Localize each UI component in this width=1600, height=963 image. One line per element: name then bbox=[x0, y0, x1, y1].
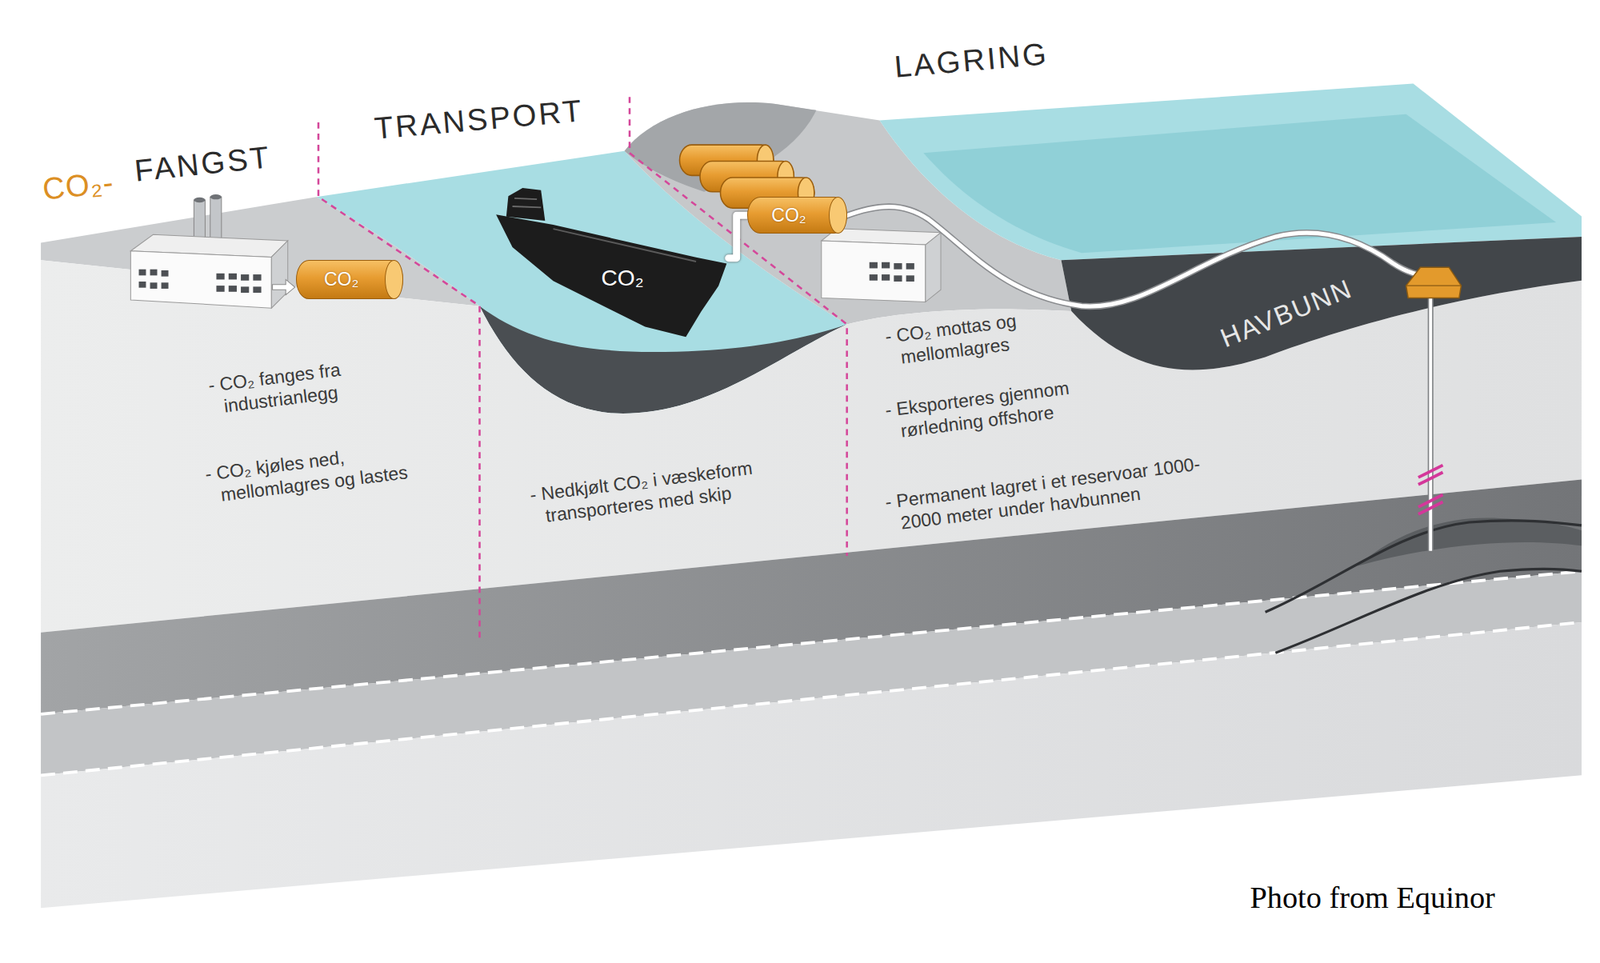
factory-window bbox=[150, 282, 158, 289]
factory-window bbox=[139, 269, 147, 276]
step-note: - CO₂ kjøles ned, mellomlagres og lastes bbox=[204, 434, 453, 508]
ship-hull bbox=[496, 214, 727, 337]
building-windows bbox=[869, 262, 915, 282]
factory-windows bbox=[139, 269, 262, 293]
factory-window bbox=[161, 270, 169, 277]
step-note: - Eksporteres gjennom rørledning offshor… bbox=[884, 372, 1117, 444]
ship: CO₂ bbox=[492, 184, 729, 340]
factory-window bbox=[216, 285, 224, 292]
break-mark bbox=[1418, 465, 1444, 515]
sea-surface bbox=[879, 84, 1581, 261]
ship-outline bbox=[492, 184, 729, 340]
reservoir-layer bbox=[1265, 520, 1582, 612]
factory-window bbox=[252, 286, 261, 293]
tank-label: CO₂ bbox=[771, 204, 806, 226]
section-heading: LAGRING bbox=[892, 35, 1051, 86]
step-note: - Nedkjølt CO₂ i væskeform transporteres… bbox=[528, 452, 801, 529]
co2-tank: CO₂ bbox=[296, 260, 404, 300]
tank-label: CO₂ bbox=[324, 268, 359, 290]
building-window bbox=[881, 262, 890, 269]
seabed-label: HAVBUNN bbox=[1216, 272, 1357, 354]
subsea-template bbox=[1406, 267, 1462, 298]
seabed bbox=[1061, 236, 1582, 371]
section-heading: FANGST bbox=[132, 138, 273, 190]
factory-window bbox=[161, 282, 169, 289]
factory-window bbox=[150, 269, 158, 276]
section-heading: CO₂- bbox=[40, 164, 116, 208]
ship-bridge bbox=[506, 188, 545, 221]
ship-cargo-label: CO₂ bbox=[601, 265, 644, 292]
step-note: - CO₂ fanges fra industrianlegg bbox=[207, 351, 408, 420]
break-mark bbox=[1418, 502, 1444, 515]
factory-chimney bbox=[193, 197, 205, 203]
storage-building bbox=[925, 232, 941, 303]
flow-arrow bbox=[272, 279, 296, 295]
step-note: - Permanent lagret i et reservoar 1000-2… bbox=[884, 451, 1220, 536]
co2-tank: CO₂ bbox=[747, 196, 848, 234]
building-window bbox=[893, 275, 902, 282]
factory-window bbox=[240, 274, 249, 281]
section-divider bbox=[318, 122, 480, 638]
injection-well bbox=[1428, 296, 1432, 552]
injection-well bbox=[1428, 296, 1434, 552]
reservoir bbox=[1356, 517, 1582, 566]
tank-end-cap bbox=[384, 260, 403, 300]
factory bbox=[130, 251, 272, 308]
break-line bbox=[40, 571, 1582, 715]
photo-credit: Photo from Equinor bbox=[1250, 880, 1496, 917]
reservoir-layer bbox=[1275, 568, 1582, 653]
factory-window bbox=[228, 285, 237, 292]
factory-chimney bbox=[210, 194, 222, 200]
tank-end-cap bbox=[828, 196, 847, 234]
sea-water bbox=[923, 114, 1556, 253]
factory-window bbox=[252, 274, 261, 281]
building-window bbox=[869, 262, 878, 269]
building-window bbox=[881, 274, 890, 281]
ground-section bbox=[40, 622, 1582, 908]
step-note: - CO₂ mottas og mellomlagres bbox=[884, 302, 1085, 371]
factory-window bbox=[139, 281, 147, 288]
ship-windows bbox=[512, 197, 541, 207]
break-mark bbox=[1418, 472, 1444, 485]
building-window bbox=[893, 263, 902, 270]
factory bbox=[271, 240, 288, 308]
building-window bbox=[906, 263, 915, 270]
subsea-template bbox=[1406, 284, 1462, 286]
building-window bbox=[869, 274, 878, 281]
pipe-connector bbox=[728, 215, 748, 259]
factory-window bbox=[240, 286, 249, 293]
section-heading: TRANSPORT bbox=[372, 92, 586, 148]
building-window bbox=[906, 275, 915, 282]
storage-building bbox=[821, 240, 926, 303]
factory-window bbox=[228, 273, 237, 280]
ship-deck-line bbox=[552, 228, 696, 262]
break-line bbox=[40, 622, 1582, 776]
factory-window bbox=[216, 273, 224, 280]
